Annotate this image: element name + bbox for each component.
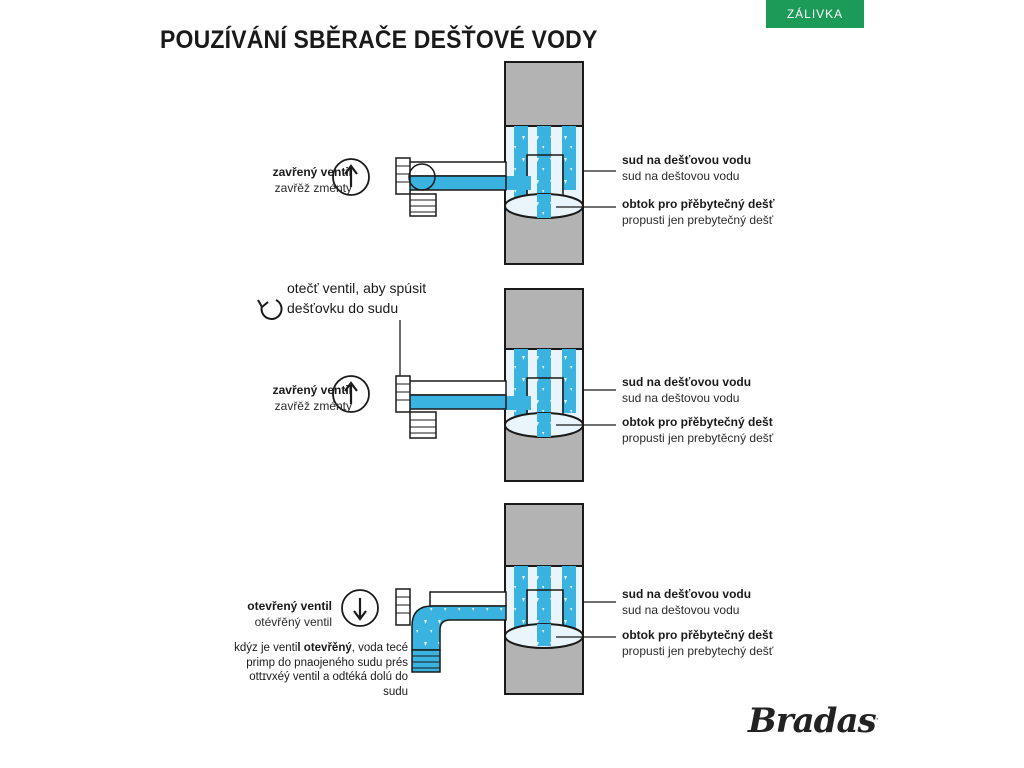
water-stream [537, 413, 551, 437]
instruction-line-2: dešťovku do sudu [287, 300, 399, 316]
valve-knob [395, 157, 411, 195]
panel-3-graphic [341, 503, 616, 695]
note-text-2: , voda tecé primp do pnaojeného sudu pré… [246, 642, 408, 698]
water-outlet [503, 176, 531, 190]
state-subtitle: zavřěž zménty [274, 399, 352, 413]
bradas-logo: Bradas. [748, 701, 879, 741]
bypass-sublabel: propusti jen prebytečný dešť [622, 213, 774, 227]
note-text-bold: l otevřěný [297, 642, 352, 654]
valve-hose [407, 380, 507, 396]
bypass-sublabel: propusti jen prebytěcný dešť [622, 431, 774, 445]
valve-dial [408, 163, 436, 191]
panel-2-state-label: zavřený ventil zavřěž zménty [226, 382, 352, 414]
valve-knob [395, 375, 411, 413]
panel-1-barrel-label: sud na dešťovou vodu sud na deštovou vod… [622, 152, 751, 184]
valve-nozzle [409, 411, 437, 439]
valve-nozzle [411, 649, 441, 673]
open-valve-note: kdýz je ventil otevřěný, voda tecé primp… [228, 641, 408, 699]
panel-3-barrel-label: sud na dešťovou vodu sud na deštovou vod… [622, 586, 751, 618]
water-outlet [503, 396, 531, 410]
state-title: zavřený ventil [272, 383, 352, 397]
instruction-line-1: otečť ventil, aby spúsit [287, 280, 427, 296]
water-stream [537, 624, 551, 646]
panel-3-state-label: otevřený ventil otévřěný ventil [206, 598, 332, 630]
bypass-label: obtok pro přěbytečný dešť [622, 197, 775, 211]
water-stream [537, 194, 551, 218]
logo-mark: . [875, 711, 879, 723]
panel-1-state-label: zavřený ventil zavřěž zménty [226, 164, 352, 196]
barrel-sublabel: sud na deštovou vodu [622, 391, 740, 405]
valve-knob [395, 588, 411, 626]
valve-water [407, 394, 507, 410]
panel-2-bypass-label: obtok pro přěbytečný dešt propusti jen p… [622, 414, 773, 446]
panel-1-graphic [332, 61, 616, 265]
rotate-instruction: otečť ventil, aby spúsit dešťovku do sud… [287, 278, 426, 318]
barrel-label: sud na dešťovou vodu [622, 375, 752, 389]
note-text-1: kdýz je venti [234, 642, 298, 654]
barrel-label: sud na dešťovou vodu [622, 153, 752, 167]
bypass-sublabel: propusti jen prebytechý dešť [622, 644, 774, 658]
valve-hose [429, 591, 507, 607]
water-stream [514, 126, 528, 204]
state-title: zavřený ventil [272, 165, 352, 179]
barrel-label: sud na dešťovou vodu [622, 587, 752, 601]
logo-text: Bradas [748, 701, 877, 741]
water-stream [562, 349, 576, 413]
state-title: otevřený ventil [247, 599, 332, 613]
downpipe-top [504, 61, 584, 127]
page-title: POUZÍVÁNÍ SBĚRAČE DEŠŤOVÉ VODY [160, 26, 598, 54]
valve-nozzle [409, 193, 437, 217]
rotate-icon [257, 299, 283, 320]
state-subtitle: zavřěž zménty [274, 181, 352, 195]
downpipe-top [504, 288, 584, 350]
panel-2-barrel-label: sud na dešťovou vodu sud na deštovou vod… [622, 374, 751, 406]
barrel-sublabel: sud na deštovou vodu [622, 603, 740, 617]
state-subtitle: otévřěný ventil [254, 615, 332, 629]
bypass-label: obtok pro přěbytečný dešt [622, 628, 773, 642]
downpipe-top [504, 503, 584, 567]
panel-1-bypass-label: obtok pro přěbytečný dešť propusti jen p… [622, 196, 774, 228]
water-stream [562, 566, 576, 628]
category-badge[interactable]: ZÁLIVKA [766, 0, 864, 28]
water-stream [562, 126, 576, 190]
panel-3-bypass-label: obtok pro přěbytečný dešt propusti jen p… [622, 627, 773, 659]
panel-2-graphic [257, 288, 616, 482]
water-stream [537, 349, 551, 427]
water-stream [537, 126, 551, 204]
valve-water [407, 175, 507, 191]
valve-water [411, 605, 507, 651]
water-stream [537, 566, 551, 638]
bypass-label: obtok pro přěbytečný dešt [622, 415, 773, 429]
water-stream [514, 566, 528, 638]
barrel-sublabel: sud na deštovou vodu [622, 169, 740, 183]
